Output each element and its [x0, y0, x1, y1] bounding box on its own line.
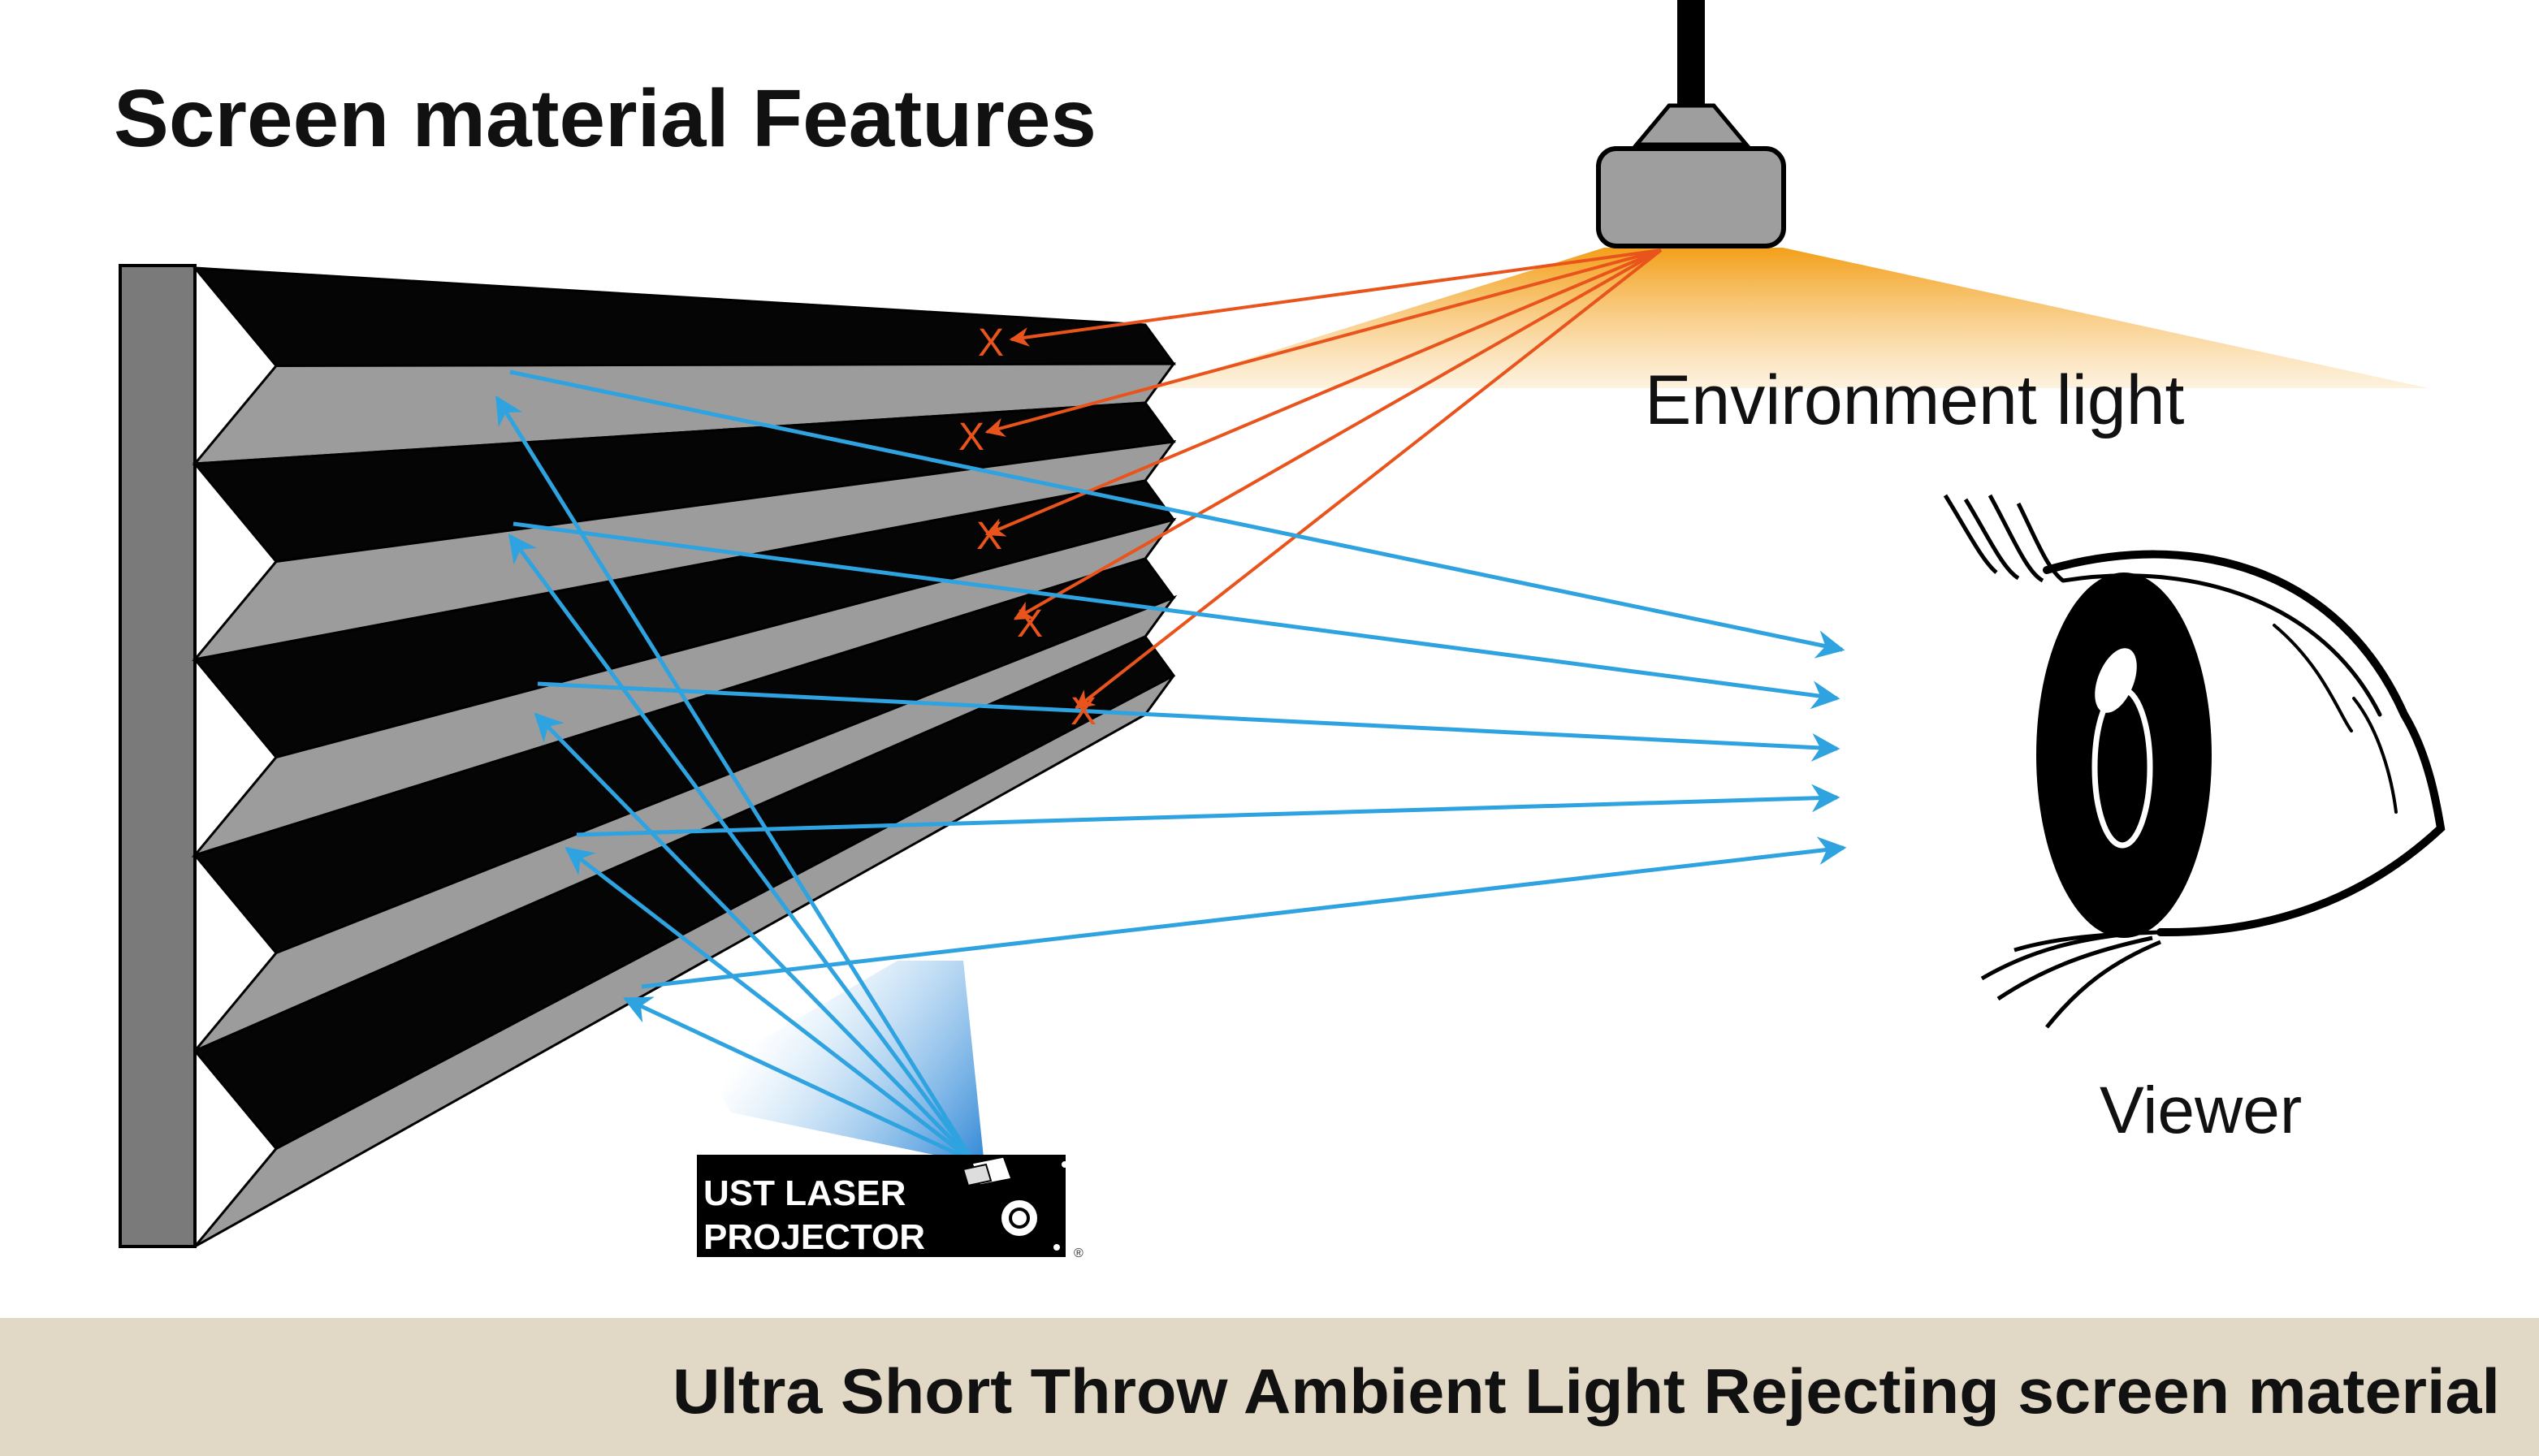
projector-ray-reflected: [641, 836, 1847, 989]
rejected-light-marks: X X X X X: [958, 322, 1096, 733]
reject-mark: X: [1017, 603, 1043, 646]
ambient-ray: [1009, 248, 1662, 347]
reject-mark: X: [1071, 690, 1096, 733]
projector-ray-reflected: [509, 369, 1845, 659]
projector-ray-incoming: [564, 846, 975, 1163]
projector-ray-reflected: [576, 784, 1840, 837]
reject-mark: X: [958, 416, 984, 459]
footer-band: [0, 1318, 2539, 1456]
alr-screen: [119, 264, 1178, 1248]
reject-mark: X: [978, 322, 1004, 365]
viewer-label: Viewer: [2100, 1074, 2302, 1147]
projector-ray-reflected: [537, 681, 1840, 762]
environment-light-label: Environment light: [1645, 361, 2185, 439]
ambient-ray: [1075, 248, 1663, 710]
environment-light-glow: [1153, 248, 2429, 388]
projector-label-line2: PROJECTOR: [703, 1217, 925, 1257]
ambient-ray: [1013, 248, 1662, 620]
screen-side-face: [119, 264, 197, 1248]
projector-ray-incoming: [534, 712, 975, 1163]
screen-back-edge: [119, 266, 195, 1248]
projector-ray-incoming: [495, 395, 975, 1163]
footer-caption: Ultra Short Throw Ambient Light Rejectin…: [673, 1355, 2500, 1427]
reject-mark: X: [976, 515, 1002, 558]
ambient-ray: [984, 248, 1662, 537]
registered-mark: ®: [1074, 1246, 1084, 1260]
projector-ray-incoming: [622, 996, 975, 1164]
projector-label-line1: UST LASER: [703, 1173, 906, 1213]
ridge-dark-face: [192, 266, 1176, 368]
projector-light-rays: [495, 369, 1847, 1164]
projector-icon: [697, 1155, 1068, 1257]
ambient-ray: [984, 248, 1662, 437]
page-title: Screen material Features: [114, 73, 1096, 164]
ceiling-lamp-icon: [1596, 0, 1786, 248]
projector-ray-incoming: [508, 534, 975, 1163]
ambient-light-rays: [984, 248, 1663, 710]
eye-icon: [1943, 494, 2446, 1029]
projector-ray-reflected: [513, 521, 1840, 710]
